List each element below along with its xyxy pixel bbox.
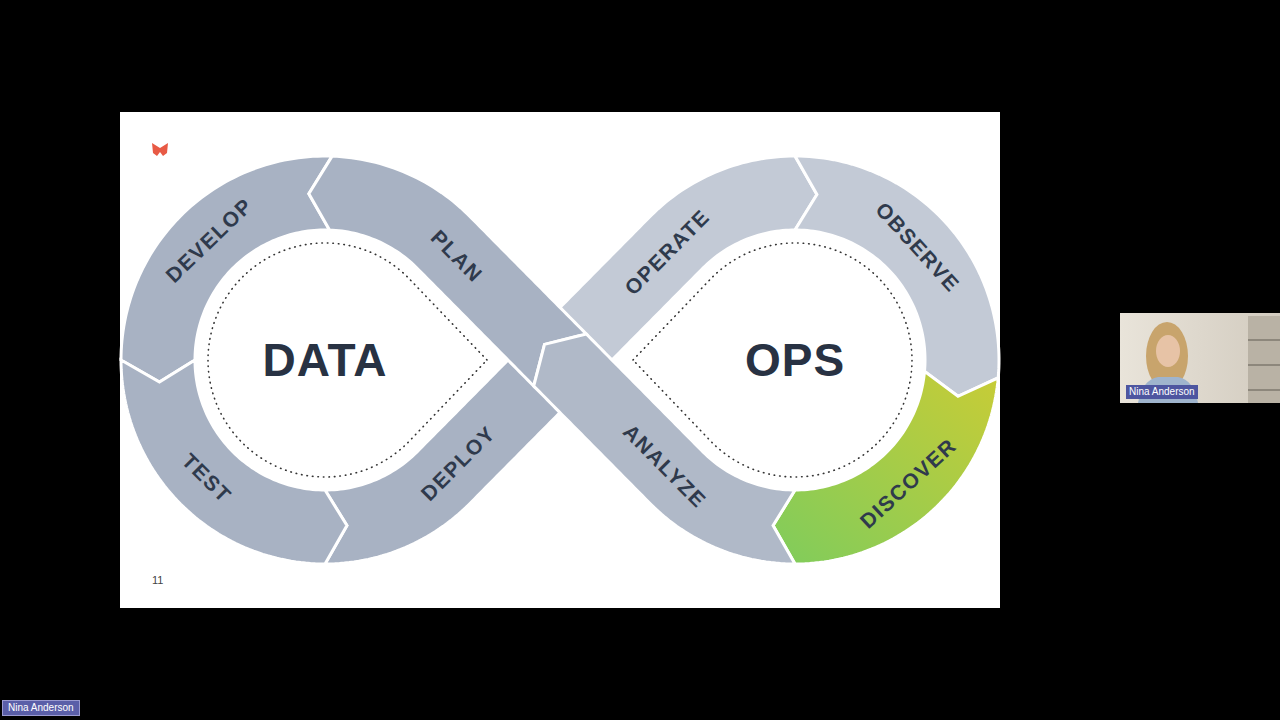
webcam-room — [1120, 313, 1280, 403]
webcam-face — [1156, 335, 1180, 367]
segment-band — [773, 371, 998, 564]
segment-shape — [531, 331, 798, 566]
loop-title: DATA — [263, 337, 388, 383]
participant-name: Nina Anderson — [1126, 385, 1198, 399]
loop-segment: ANALYZE — [531, 331, 798, 566]
webcam-shelf — [1248, 339, 1280, 341]
webcam-shelf — [1248, 389, 1280, 391]
loop-segment: DEVELOP — [119, 154, 335, 384]
segment-shape — [119, 154, 335, 384]
segment-shape — [119, 358, 349, 566]
segment-shape — [793, 154, 1001, 399]
page-number: 11 — [152, 574, 163, 587]
participant-name: Nina Anderson — [2, 700, 80, 716]
webcam-shelf — [1248, 364, 1280, 366]
webcam-thumbnail — [1120, 313, 1280, 403]
segment-band — [121, 360, 347, 564]
slide-background — [120, 112, 1000, 608]
loop-segment: OBSERVE — [793, 154, 1001, 399]
webcam-bookshelf — [1248, 316, 1280, 403]
logo-butterfly — [152, 143, 168, 156]
segment-shape — [771, 369, 1001, 566]
loop-segment: DISCOVER — [771, 369, 1001, 566]
loop-segment: TEST — [119, 358, 349, 566]
segment-band — [534, 334, 795, 564]
loop-title: OPS — [745, 337, 845, 383]
